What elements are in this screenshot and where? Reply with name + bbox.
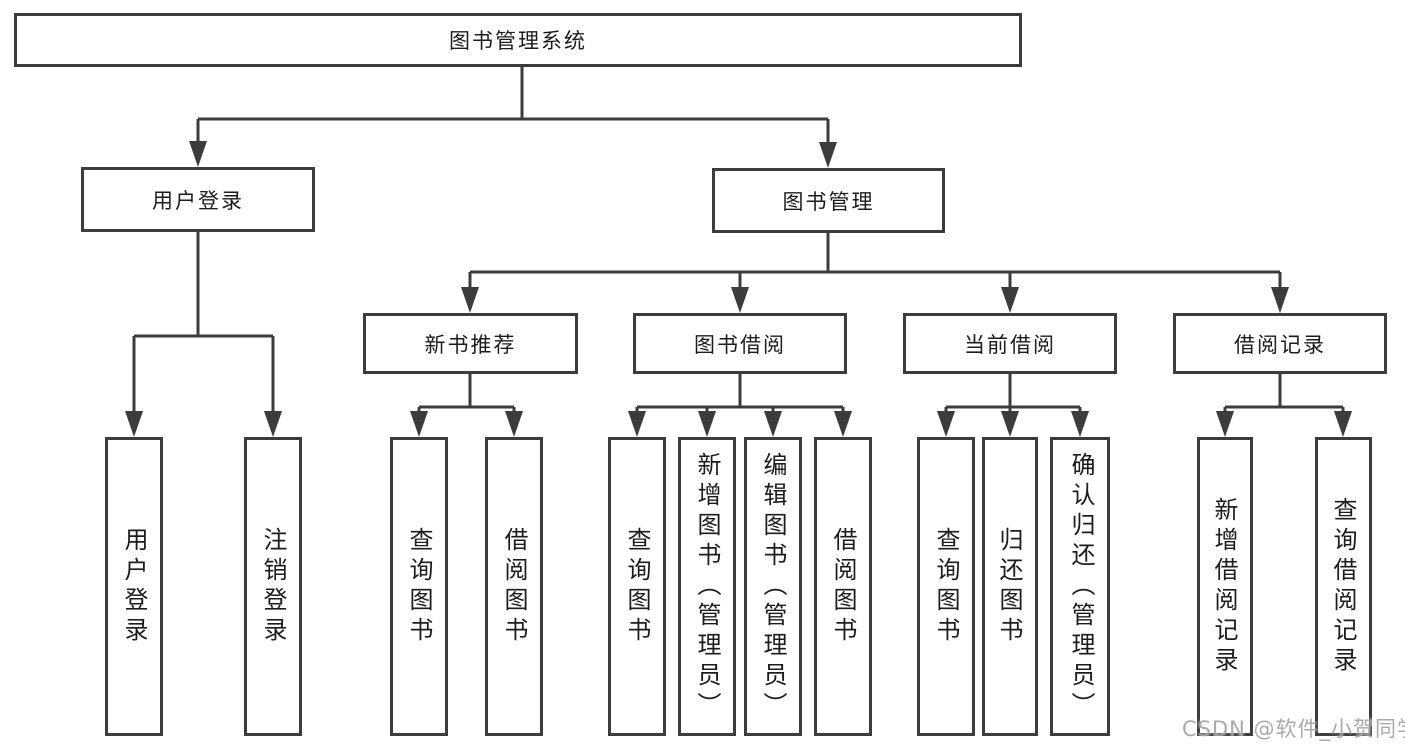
node-current-borrowing: 当前借阅 xyxy=(903,313,1117,374)
node-edit-books-admin: 编辑图书（管理员） xyxy=(744,437,802,736)
node-user-login-leaf: 用户登录 xyxy=(105,437,163,736)
node-logout: 注销登录 xyxy=(244,437,302,736)
node-user-login: 用户登录 xyxy=(81,167,315,232)
node-add-books-admin: 新增图书（管理员） xyxy=(678,437,736,736)
watermark: CSDN @软件_小贺同学 xyxy=(1182,717,1405,741)
node-book-management: 图书管理 xyxy=(712,168,945,233)
node-confirm-return-admin: 确认归还（管理员） xyxy=(1050,437,1110,736)
node-library-system: 图书管理系统 xyxy=(14,13,1022,67)
node-query-books-1: 查询图书 xyxy=(390,437,448,736)
node-new-book-recommend: 新书推荐 xyxy=(363,313,578,374)
node-query-borrow-record: 查询借阅记录 xyxy=(1315,437,1372,736)
node-query-books-2: 查询图书 xyxy=(608,437,666,736)
node-borrow-books-2: 借阅图书 xyxy=(814,437,872,736)
node-borrowing-records: 借阅记录 xyxy=(1173,313,1387,374)
node-return-books: 归还图书 xyxy=(982,437,1038,736)
node-borrow-books-1: 借阅图书 xyxy=(485,437,543,736)
node-book-borrowing: 图书借阅 xyxy=(633,313,847,374)
node-add-borrow-record: 新增借阅记录 xyxy=(1197,437,1253,736)
node-query-books-3: 查询图书 xyxy=(917,437,975,736)
